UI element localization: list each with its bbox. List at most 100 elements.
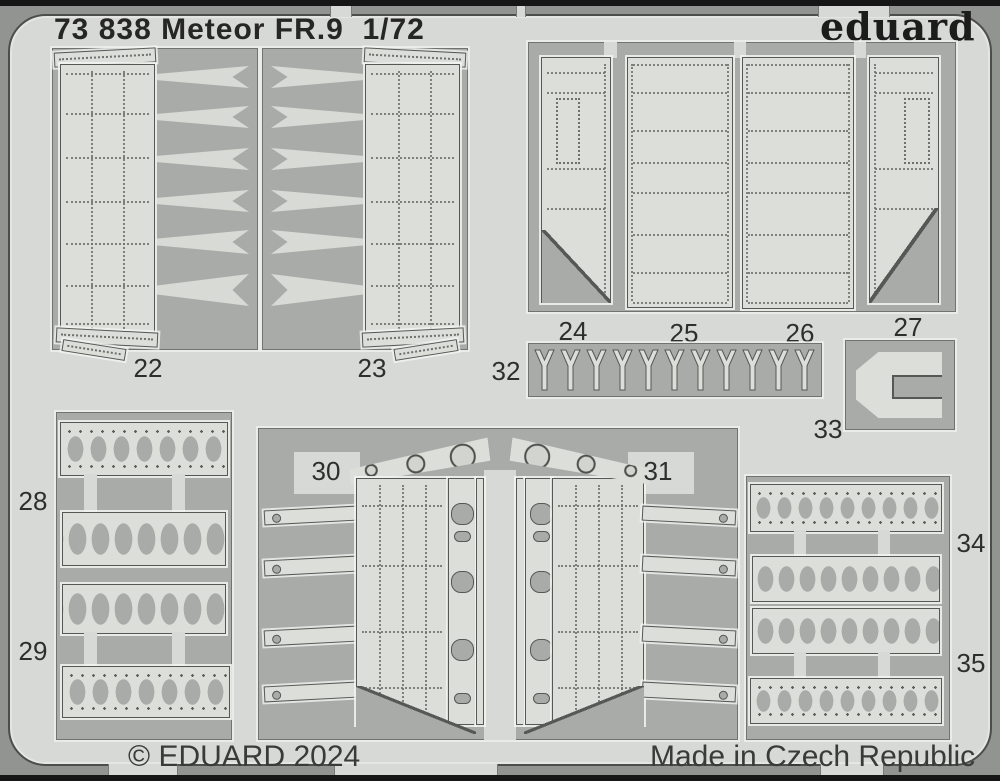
rivet-row — [748, 130, 848, 132]
part-27-side-panel — [869, 57, 939, 303]
part-35-grille-plain — [752, 608, 940, 654]
part-34-grille-riveted — [750, 484, 942, 532]
lightening-hole — [718, 513, 729, 524]
rivet-row — [362, 565, 442, 567]
rivet-row — [558, 565, 638, 567]
part-30-edge-flange — [476, 478, 484, 725]
part-24-side-panel — [541, 57, 611, 303]
rivet-row — [748, 272, 848, 274]
rib-line — [379, 485, 381, 718]
part-label-31: 31 — [643, 456, 673, 486]
diagonal-cut — [870, 208, 938, 303]
rib-line — [598, 485, 600, 718]
part-28-grille-plain — [62, 512, 226, 566]
lightening-hole — [718, 690, 729, 701]
scan-edge-top — [0, 0, 1000, 6]
cutout-hole — [451, 571, 474, 593]
lightening-hole — [271, 564, 282, 575]
fret-edge-tab — [516, 3, 526, 17]
part-tab — [878, 652, 890, 680]
rivet-row — [558, 505, 638, 507]
rib-line — [425, 485, 427, 718]
rivet-row — [748, 302, 848, 304]
lightening-hole — [271, 690, 282, 701]
part-label-34: 34 — [956, 528, 986, 558]
rivet-row — [371, 243, 454, 245]
rivet-row — [875, 168, 933, 170]
lightening-hole — [405, 453, 426, 474]
cutout-pill — [533, 531, 550, 542]
fret-edge-tab — [108, 764, 178, 778]
part-29-grille-plain — [62, 584, 226, 634]
lightening-hole — [271, 634, 282, 645]
rivet-column — [604, 64, 606, 296]
copyright-text: © EDUARD 2024 — [128, 740, 361, 773]
rivet-row — [633, 234, 727, 236]
rivet-row — [371, 285, 454, 287]
rivet-row — [547, 208, 605, 210]
rivet-row — [633, 162, 727, 164]
part-28-grille-riveted — [60, 422, 228, 476]
rivet-column — [398, 71, 400, 329]
part-tab — [172, 632, 185, 668]
rivet-column — [848, 64, 850, 302]
part-33-fairing — [856, 352, 942, 418]
cutout-hole — [530, 571, 553, 593]
rivet-row — [633, 272, 727, 274]
rivet-row — [371, 201, 454, 203]
cutout-hole — [451, 503, 474, 525]
rivet-row — [547, 92, 605, 94]
part-tab — [794, 652, 806, 680]
rivet-row — [547, 72, 605, 74]
part-29-grille-riveted — [62, 666, 230, 718]
lightening-hole — [718, 564, 729, 575]
rivet-row — [362, 505, 442, 507]
cutout-hole — [530, 639, 553, 661]
waste-notch — [734, 42, 746, 58]
rivet-row — [66, 285, 149, 287]
part-label-27: 27 — [893, 312, 923, 342]
cutout-hole — [451, 639, 474, 661]
diagonal-cut — [356, 686, 476, 734]
fret-edge-tab — [330, 3, 352, 17]
rivet-column — [631, 64, 633, 301]
rivet-row — [547, 168, 605, 170]
part-label-29: 29 — [18, 636, 48, 666]
part-tab — [878, 530, 890, 558]
access-panel-outline — [904, 98, 930, 164]
part-tab — [84, 474, 97, 514]
center-channel — [484, 470, 516, 740]
rivet-row — [66, 113, 149, 115]
part-31-edge-flange — [516, 478, 524, 725]
rivet-column — [727, 64, 729, 301]
diagonal-cut — [542, 230, 610, 303]
part-tab — [84, 632, 97, 668]
rivet-row — [875, 72, 933, 74]
part-33-slot — [892, 375, 942, 399]
rivet-row — [633, 64, 727, 66]
rivet-row — [66, 243, 149, 245]
part-26-skin-panel — [742, 57, 854, 309]
rivet-column — [91, 71, 93, 329]
waste-notch — [854, 42, 866, 58]
access-panel-outline — [556, 98, 580, 164]
scan-edge-bottom — [0, 775, 1000, 781]
rivet-row — [66, 157, 149, 159]
fret-edge-tab — [818, 3, 890, 17]
part-34-grille-plain — [752, 556, 940, 602]
fret-edge-tab — [820, 764, 884, 778]
y-fork-part — [534, 349, 815, 391]
rivet-row — [371, 323, 454, 325]
waste-plate-32 — [528, 343, 822, 397]
cutout-pill — [454, 531, 471, 542]
rib-line — [621, 485, 623, 718]
rivet-row — [362, 631, 442, 633]
part-label-32: 32 — [491, 356, 521, 386]
part-23-flap-panel — [365, 64, 460, 336]
rivet-row — [633, 92, 727, 94]
rivet-column — [746, 64, 748, 302]
part-label-28: 28 — [18, 486, 48, 516]
rivet-row — [371, 113, 454, 115]
eduard-logo: eduard — [820, 4, 976, 49]
